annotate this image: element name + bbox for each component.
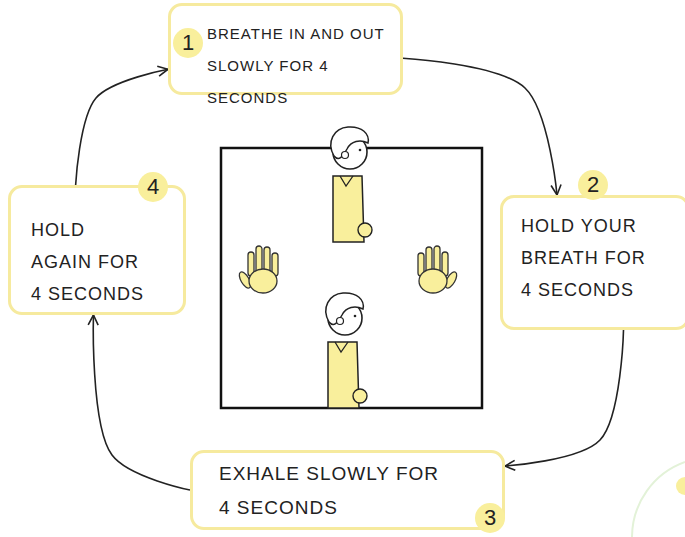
step-box: 4HOLD AGAIN FOR 4 SECONDS <box>8 185 186 315</box>
cycle-arrow <box>93 315 190 490</box>
step-instruction: EXHALE SLOWLY FOR 4 SECONDS <box>219 457 451 525</box>
decor-arc <box>632 462 685 537</box>
step-number: 3 <box>475 503 505 533</box>
step-number: 1 <box>173 28 203 58</box>
cycle-arrow <box>403 58 557 195</box>
cycle-arrow <box>76 69 168 185</box>
cycle-arrow <box>505 330 624 466</box>
person-exhaling <box>326 293 367 408</box>
hand-left <box>237 246 278 293</box>
step-box: EXHALE SLOWLY FOR 4 SECONDS 3 <box>190 450 505 530</box>
step-number: 4 <box>138 172 168 202</box>
step-instruction: BREATHE IN AND OUT SLOWLY FOR 4 SECONDS <box>207 18 403 114</box>
step-box: 2HOLD YOUR BREATH FOR 4 SECONDS <box>500 195 685 330</box>
step-instruction: HOLD YOUR BREATH FOR 4 SECONDS <box>521 210 657 306</box>
step-box: 1BREATHE IN AND OUT SLOWLY FOR 4 SECONDS <box>168 3 403 95</box>
person-inhaling <box>331 127 372 242</box>
hand-right <box>418 246 459 293</box>
step-number: 2 <box>578 170 608 200</box>
decor-dot <box>676 477 685 495</box>
step-instruction: HOLD AGAIN FOR 4 SECONDS <box>31 214 147 310</box>
